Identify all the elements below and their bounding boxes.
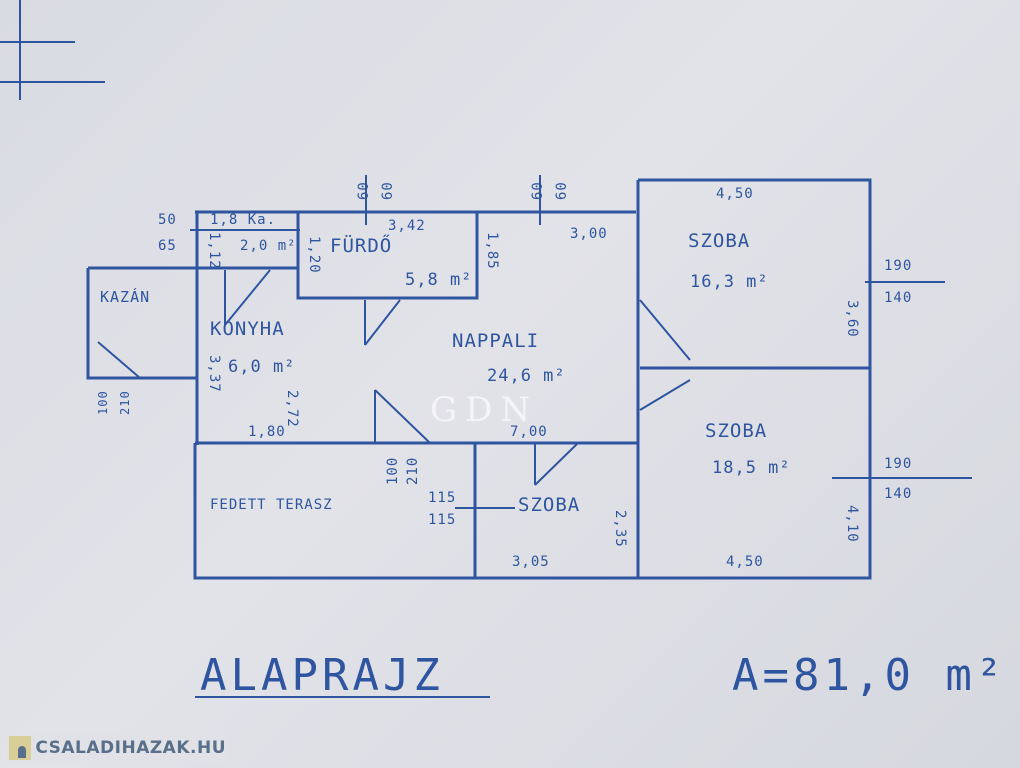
label-szoba3: SZOBA bbox=[518, 494, 581, 516]
area-szoba2: 18,5 m² bbox=[712, 458, 791, 478]
dim-szoba3-w: 3,05 bbox=[512, 554, 550, 570]
dim-nappali-w: 7,00 bbox=[510, 424, 548, 440]
label-nappali: NAPPALI bbox=[452, 330, 540, 352]
area-wc: 2,0 m² bbox=[240, 238, 297, 254]
right-block bbox=[475, 178, 872, 580]
label-szoba2: SZOBA bbox=[705, 420, 768, 442]
corner-mark bbox=[0, 0, 105, 100]
plan-title: ALAPRAJZ bbox=[200, 650, 444, 701]
label-szoba1: SZOBA bbox=[688, 230, 751, 252]
dim-szoba1-w: 4,50 bbox=[716, 186, 754, 202]
dim-50: 50 bbox=[158, 212, 177, 228]
dim-konyha-w: 1,80 bbox=[248, 424, 286, 440]
label-kamra: 1,8 Ka. bbox=[210, 212, 277, 228]
area-szoba1: 16,3 m² bbox=[690, 272, 769, 292]
area-furdo: 5,8 m² bbox=[405, 270, 473, 290]
label-kazan: KAZÁN bbox=[100, 288, 151, 306]
logo-text: CSALADIHAZAK.HU bbox=[35, 738, 226, 758]
dim-win1-bot: 140 bbox=[884, 290, 913, 306]
dim-win1-top: 190 bbox=[884, 258, 913, 274]
area-konyha: 6,0 m² bbox=[228, 357, 296, 377]
dim-65: 65 bbox=[158, 238, 177, 254]
dim-furdo-w: 3,42 bbox=[388, 218, 426, 234]
dim-ter-top: 115 bbox=[428, 490, 457, 506]
label-terasz: FEDETT TERASZ bbox=[210, 497, 333, 513]
watermark: GDN bbox=[430, 390, 539, 430]
bottom-wall bbox=[193, 441, 638, 580]
furdo-box bbox=[296, 212, 479, 300]
window-marks bbox=[190, 175, 972, 509]
kazan-box bbox=[86, 266, 297, 380]
house-icon bbox=[9, 736, 32, 760]
dim-ter-bot: 115 bbox=[428, 512, 457, 528]
dim-win2-bot: 140 bbox=[884, 486, 913, 502]
label-furdo: FÜRDŐ bbox=[330, 235, 393, 257]
dim-win2-top: 190 bbox=[884, 456, 913, 472]
area-nappali: 24,6 m² bbox=[487, 366, 566, 386]
door-swings bbox=[97, 269, 691, 486]
total-area: A=81,0 m² bbox=[732, 650, 1007, 701]
dim-szoba2-w: 4,50 bbox=[726, 554, 764, 570]
dim-top-r: 3,00 bbox=[570, 226, 608, 242]
label-konyha: KONYHA bbox=[210, 318, 285, 340]
site-logo[interactable]: CSALADIHAZAK.HU bbox=[6, 734, 226, 762]
